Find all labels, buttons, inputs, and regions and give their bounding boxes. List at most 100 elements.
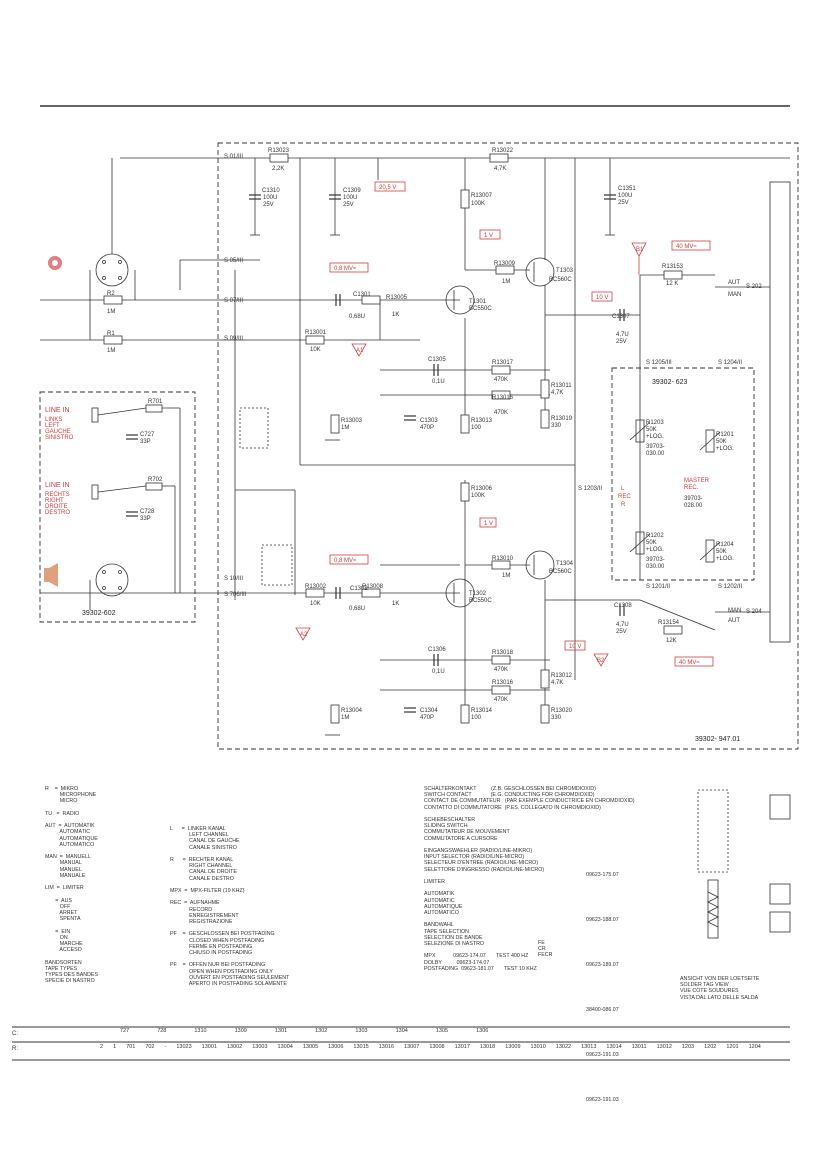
net-label: S 01/III: [224, 154, 243, 160]
voltage-label: 0,8 MV≈: [334, 266, 357, 272]
net-label: S 204: [746, 609, 762, 615]
component-value: 25V: [616, 629, 627, 635]
component-value: 50K: [646, 540, 657, 546]
legend-solder-view: ANSICHT VON DER LOETSEITE SOLDER TAG VIE…: [680, 976, 760, 1001]
resistor-ref: 13007: [404, 1044, 420, 1050]
capacitor-ref: 727: [120, 1028, 130, 1034]
component-value: 100K: [471, 201, 485, 207]
resistor-ref: 13002: [226, 1044, 243, 1050]
component-label: C1302: [350, 586, 368, 592]
legend-abbreviations: R = MIKRO MICROPHONE MICRO TU = RADIO AU…: [45, 786, 98, 985]
component-label: R2: [107, 291, 115, 297]
voltage-label: 20,5 V: [379, 185, 396, 191]
component-label: R13002: [305, 584, 327, 590]
voltage-label: 10 V: [569, 644, 581, 650]
component-value: 39703-: [684, 496, 703, 502]
component-value: 030.00: [646, 564, 665, 570]
component-label: R13007: [471, 193, 493, 199]
resistor-ref: 1: [113, 1044, 117, 1050]
line-in-left-text: GAUCHE: [45, 429, 71, 435]
component-value: 10K: [310, 347, 321, 353]
line-in-left-text: LEFT: [45, 423, 60, 429]
component-value: 0,1U: [432, 379, 445, 385]
net-label: MAN: [728, 608, 741, 614]
component-label: R13012: [551, 673, 573, 679]
capacitor-row-label: C:: [12, 1031, 18, 1037]
resistor-ref: 13009: [505, 1044, 521, 1050]
main-board-label: 39302- 947.01: [695, 736, 740, 743]
capacitor-ref: 1309: [234, 1028, 247, 1034]
net-label: S 1201/II: [646, 584, 670, 590]
transistor-ref: T1301: [469, 299, 487, 305]
net-label: S 706/III: [224, 592, 247, 598]
net-label: S 202: [746, 284, 762, 290]
capacitor-ref: 1305: [435, 1028, 449, 1034]
component-value: 50K: [646, 427, 657, 433]
component-label: R1201: [716, 432, 734, 438]
component-value: 12 K: [666, 281, 678, 287]
component-label: R13017: [492, 360, 514, 366]
net-label: S 09/III: [224, 336, 243, 342]
voltage-label: 1 V: [484, 521, 493, 527]
component-label: R13020: [551, 708, 573, 714]
component-label: R1204: [716, 542, 734, 548]
resistor-ref: 13003: [252, 1044, 268, 1050]
component-value: 39703-: [646, 444, 665, 450]
net-label: S 1205/III: [646, 360, 672, 366]
resistor-ref: 2: [100, 1044, 104, 1050]
resistor-ref: 13011: [631, 1044, 647, 1050]
line-in-left-title: LINE IN: [45, 407, 70, 414]
component-value: 39703-: [646, 557, 665, 563]
transistor-ref: T1303: [556, 268, 574, 274]
component-value: 470K: [494, 377, 508, 383]
component-value: 25V: [618, 200, 629, 206]
component-label: C1307: [612, 314, 630, 320]
component-label: C1351: [618, 186, 636, 192]
component-value: +LOG.: [716, 446, 734, 452]
net-label: S 05/III: [224, 258, 243, 264]
net-label: S 1203/II: [578, 486, 602, 492]
net-label: REC: [618, 494, 631, 500]
component-value: 470P: [420, 715, 434, 721]
component-label: R13001: [305, 330, 327, 336]
resistor-ref: 13018: [479, 1044, 496, 1050]
net-label: S 1202/II: [718, 584, 742, 590]
component-value: 50K: [716, 439, 727, 445]
line-in-left-text: LINKS: [45, 417, 62, 423]
right-board-outline: [611, 367, 755, 581]
component-label: R13018: [492, 650, 514, 656]
component-label: R13154: [658, 620, 680, 626]
legend-part-numbers: 09623-175.07 09623-188.07 09623-189.07 3…: [586, 872, 619, 1103]
resistor-ref: 13004: [277, 1044, 293, 1050]
test-point-label: B2: [597, 658, 605, 664]
transistor-type: BC550C: [469, 598, 492, 604]
component-value: 1M: [341, 425, 349, 431]
component-label: C1303: [420, 418, 438, 424]
component-label: R1: [107, 331, 115, 337]
resistor-row-label: R:: [12, 1046, 18, 1052]
line-in-right-text: DROITE: [45, 504, 68, 510]
transistor-ref: T1302: [469, 591, 487, 597]
component-value: 4,7U: [616, 332, 629, 338]
resistor-ref: 13013: [581, 1044, 597, 1050]
component-value: 4,7K: [494, 166, 506, 172]
net-label: AUT: [728, 618, 740, 624]
component-value: 2,2K: [272, 166, 284, 172]
component-value: 100: [471, 425, 482, 431]
component-label: R13013: [471, 418, 493, 424]
component-value: 0,68U: [349, 314, 365, 320]
transistor-ref: T1304: [556, 561, 574, 567]
component-value: 1K: [392, 312, 399, 318]
line-in-right-text: DESTRO: [45, 510, 70, 516]
component-value: 4,7K: [551, 680, 563, 686]
component-label: MASTER: [684, 478, 710, 484]
voltage-label: 0,8 MV≈: [334, 558, 357, 564]
component-label: C1304: [420, 708, 438, 714]
component-value: 100U: [618, 193, 632, 199]
component-value: +LOG.: [646, 434, 664, 440]
right-board-label: 39302- 623: [652, 379, 688, 386]
component-label: C1308: [614, 603, 632, 609]
resistor-ref: 13006: [328, 1044, 344, 1050]
component-label: R1202: [646, 533, 664, 539]
